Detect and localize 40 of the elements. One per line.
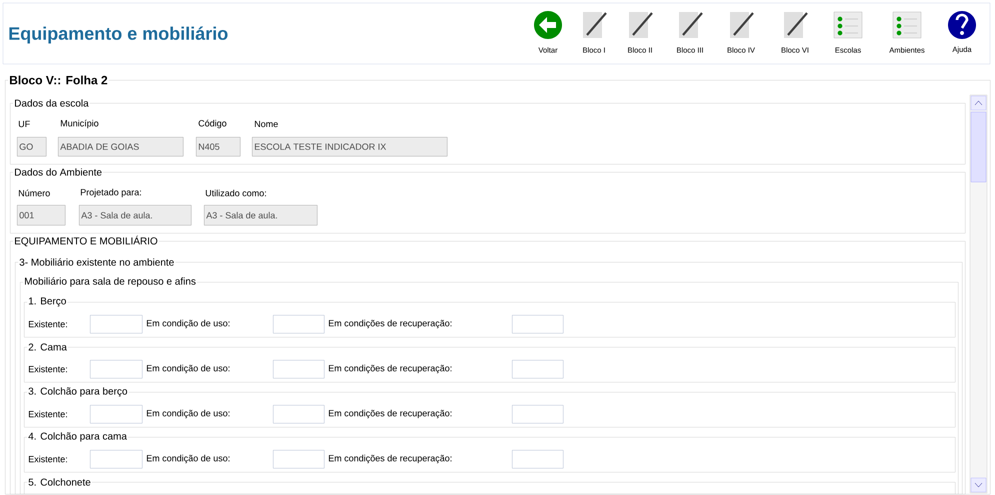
field-label: UF: [18, 120, 30, 128]
input-field: [512, 360, 564, 378]
field-label: Em condições de recuperação:: [328, 410, 452, 418]
input-field: [273, 405, 324, 424]
fieldset: 5. Colchonete: [24, 477, 956, 494]
input-field: 001: [17, 205, 66, 226]
field-label: Existente:: [28, 456, 67, 462]
field-label: Em condição de uso:: [146, 364, 230, 374]
input-field: [90, 360, 142, 378]
input-field: [90, 450, 142, 468]
field-label: Existente:: [28, 320, 67, 328]
field-label: Número: [18, 190, 50, 196]
input-field: A3 - Sala de aula.: [79, 205, 192, 226]
field-label: Em condição de uso:: [146, 410, 230, 418]
input-field: [90, 315, 142, 334]
field-label: Município: [60, 120, 98, 128]
input-field: [512, 315, 564, 334]
input-field: A3 - Sala de aula.: [204, 205, 318, 226]
input-field: [273, 315, 324, 334]
input-field: ESCOLA TESTE INDICADOR IX: [252, 137, 448, 156]
field-label: Utilizado como:: [206, 190, 266, 196]
input-field: GO: [17, 137, 46, 156]
input-field: [273, 360, 324, 378]
field-label: Em condição de uso:: [146, 320, 230, 328]
input-field: [90, 405, 142, 424]
field-label: Em condições de recuperação:: [328, 454, 452, 464]
page-title: Equipamento e mobiliário: [9, 26, 228, 44]
field-label: Código: [198, 120, 226, 128]
input-field: N405: [196, 137, 240, 156]
input-field: [512, 450, 564, 468]
input-field: ABADIA DE GOIAS: [58, 137, 184, 156]
input-field: [273, 450, 324, 468]
field-label: Existente:: [28, 410, 67, 418]
input-field: [512, 405, 564, 424]
field-label: Projetado para:: [80, 188, 141, 198]
field-label: Existente:: [28, 366, 67, 372]
field-label: Em condições de recuperação:: [328, 320, 452, 328]
field-label: Em condições de recuperação:: [328, 364, 452, 374]
field-label: Nome: [254, 120, 278, 128]
field-label: Em condição de uso:: [146, 454, 230, 464]
